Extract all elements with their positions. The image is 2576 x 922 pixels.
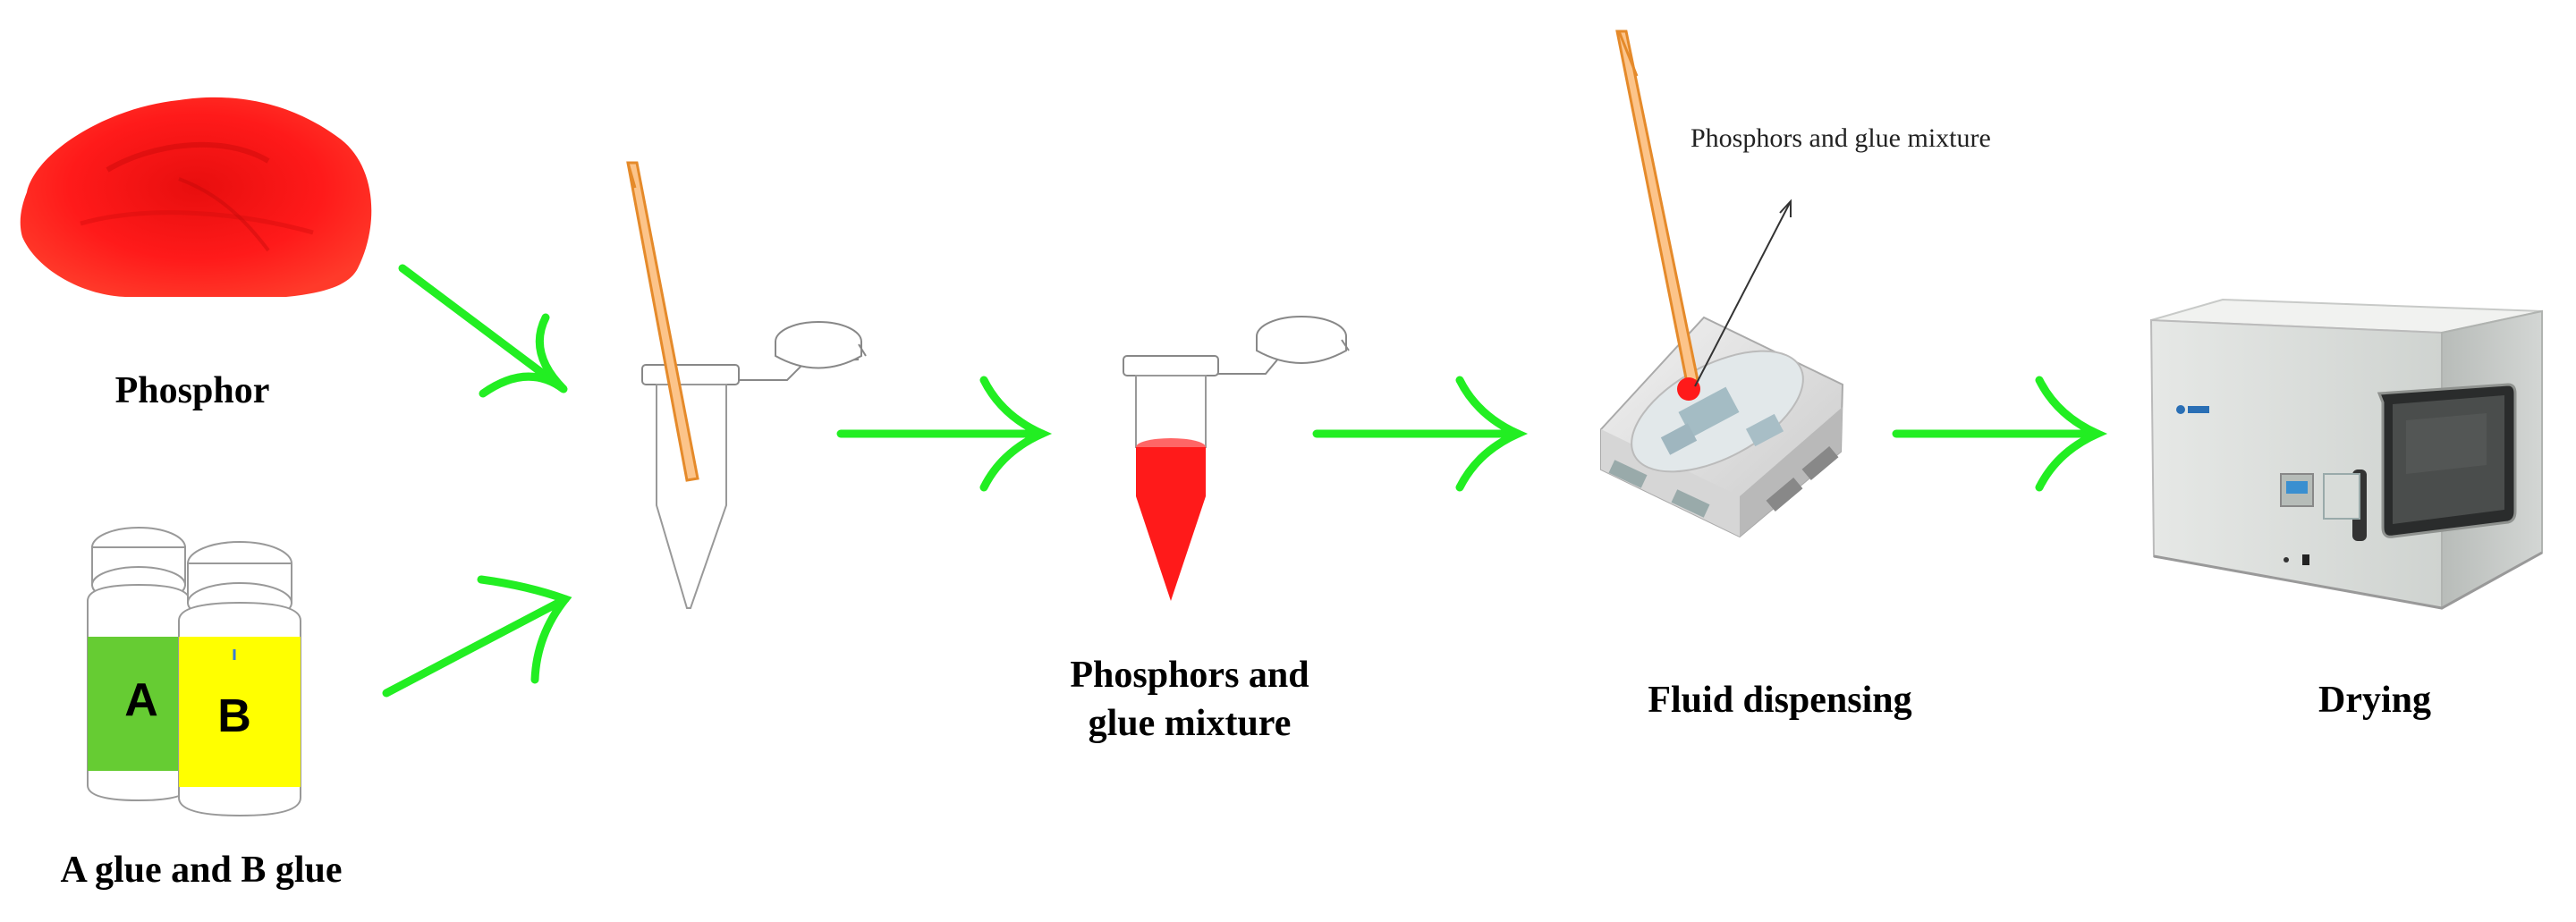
- arrow-phosphor-to-tube: [398, 264, 568, 398]
- phosphor-powder-image: [20, 97, 372, 297]
- led-package-image: [1600, 316, 1844, 538]
- arrow-tube-to-mixture: [836, 376, 1053, 492]
- mixture-tube-image: [1123, 316, 1350, 601]
- label-drying: Drying: [2318, 680, 2431, 721]
- arrow-glue-to-tube: [382, 575, 572, 698]
- arrow-dispensing-to-drying: [1892, 376, 2108, 492]
- glue-bottles-image: A B: [87, 527, 301, 817]
- jar-letter-a: A: [124, 674, 158, 726]
- label-mixture-line2: glue mixture: [1088, 703, 1292, 744]
- annotation-arrow: [1694, 199, 1792, 387]
- jar-letter-b: B: [217, 690, 251, 742]
- label-phosphor: Phosphor: [114, 370, 270, 411]
- dispensing-needle-image: [1615, 30, 1700, 401]
- arrow-mixture-to-dispensing: [1312, 376, 1529, 492]
- drying-oven-image: [2149, 298, 2543, 610]
- empty-centrifuge-tube-image: [626, 161, 867, 609]
- label-glue: A glue and B glue: [60, 850, 343, 891]
- label-dispensing: Fluid dispensing: [1648, 680, 1912, 721]
- label-mixture-line1: Phosphors and: [1070, 655, 1309, 696]
- annotation-text: Phosphors and glue mixture: [1690, 123, 1991, 153]
